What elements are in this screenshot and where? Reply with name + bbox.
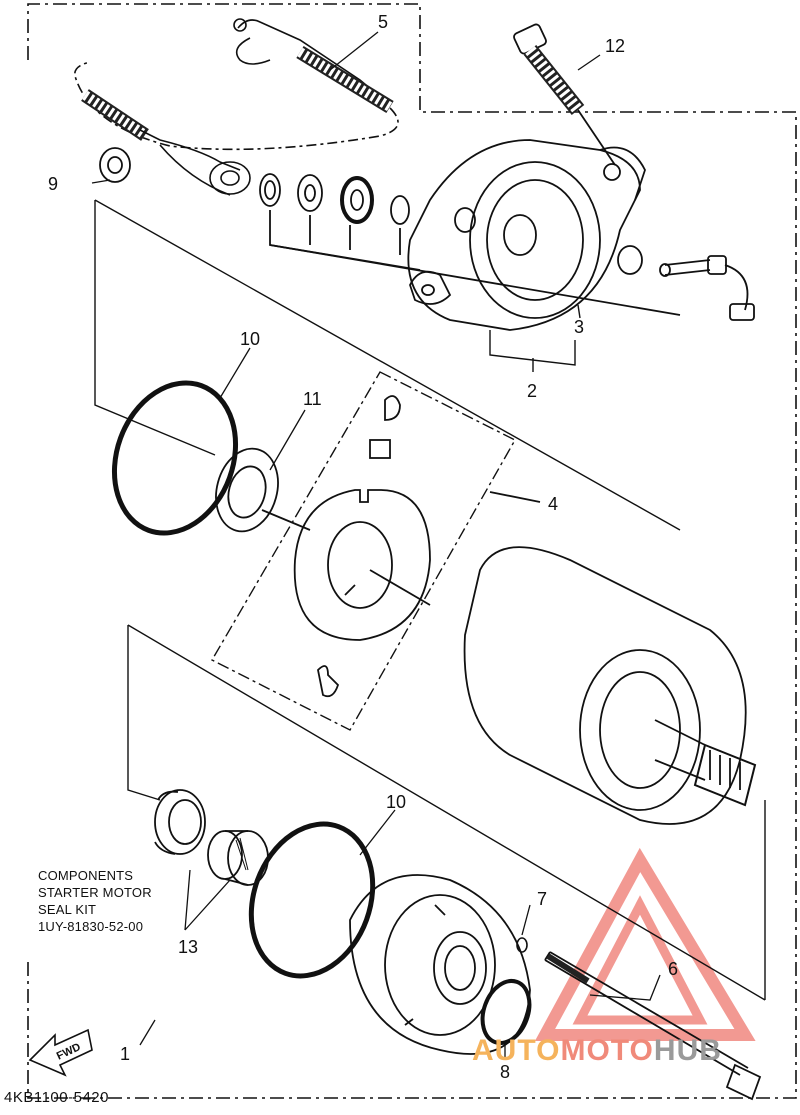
diagram-part-code: 4KB1100-5420 bbox=[4, 1089, 109, 1106]
callout-5: 5 bbox=[378, 12, 388, 32]
group-bracket-upper bbox=[94, 199, 681, 531]
seal-kit-note: COMPONENTS STARTER MOTOR SEAL KIT 1UY-81… bbox=[38, 867, 208, 935]
callout-10-lower: 10 bbox=[386, 792, 406, 812]
part-yoke bbox=[463, 546, 757, 825]
part-lead-eyelet bbox=[81, 89, 251, 196]
callout-13: 13 bbox=[178, 937, 198, 957]
callout-6: 6 bbox=[668, 959, 678, 979]
part-9-grommet bbox=[99, 147, 131, 183]
watermark-logo bbox=[534, 847, 756, 1041]
watermark-text: AUTOMOTOHUB bbox=[472, 1034, 722, 1068]
note-line-starter-motor: STARTER MOTOR bbox=[38, 885, 152, 900]
note-line-seal-kit: SEAL KIT bbox=[38, 902, 97, 917]
callout-10-upper: 10 bbox=[240, 329, 260, 349]
callout-2: 2 bbox=[527, 381, 537, 401]
watermark-moto: MOTO bbox=[560, 1034, 654, 1067]
fwd-arrow-icon: FWD bbox=[28, 1028, 93, 1077]
callout-9: 9 bbox=[48, 174, 58, 194]
group-bracket-lower bbox=[127, 624, 766, 1001]
callout-1: 1 bbox=[120, 1044, 130, 1064]
brush-small-parts bbox=[259, 173, 681, 316]
part-terminal bbox=[659, 255, 755, 321]
assembly-boundary bbox=[27, 3, 797, 1099]
part-13-bearing bbox=[207, 830, 269, 886]
part-rear-cover bbox=[407, 139, 646, 331]
callout-leaders bbox=[91, 31, 661, 1060]
callout-12: 12 bbox=[605, 36, 625, 56]
part-11-washer bbox=[215, 447, 311, 533]
callout-11: 11 bbox=[303, 389, 322, 409]
callout-4: 4 bbox=[548, 494, 558, 514]
part-front-cover bbox=[349, 874, 531, 1055]
part-8-o-ring bbox=[480, 979, 532, 1045]
part-6-through-bolt bbox=[544, 951, 762, 1101]
watermark-auto: AUTO bbox=[472, 1034, 561, 1067]
part-4-group-box bbox=[211, 371, 516, 731]
callout-8: 8 bbox=[500, 1062, 510, 1082]
watermark-hub: HUB bbox=[653, 1034, 722, 1067]
note-line-components: COMPONENTS bbox=[38, 868, 134, 883]
part-12-bolt bbox=[513, 23, 616, 166]
callout-7: 7 bbox=[537, 889, 547, 909]
note-line-part-number: 1UY-81830-52-00 bbox=[38, 919, 144, 934]
part-4-brush-plate bbox=[293, 395, 541, 698]
part-13-oil-seal bbox=[154, 789, 206, 855]
callout-3: 3 bbox=[574, 317, 584, 337]
part-5-lead-wire bbox=[73, 18, 399, 151]
part-10-o-ring-lower bbox=[248, 821, 376, 979]
part-7-small-o-ring bbox=[516, 937, 528, 953]
part-10-o-ring-upper bbox=[111, 380, 239, 536]
leader-lines-2-3 bbox=[489, 304, 581, 372]
